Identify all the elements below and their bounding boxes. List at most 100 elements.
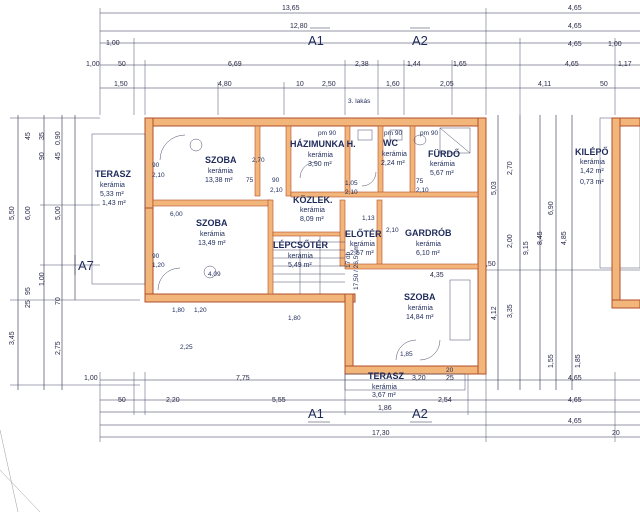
room-kilepo: KILÉPŐ kerámia 1,42 m² 0,73 m² bbox=[575, 146, 609, 186]
dim-left-6-00: 6,00 bbox=[25, 206, 32, 220]
dim-4-80: 4,80 bbox=[218, 81, 232, 88]
dim-2-05: 2,05 bbox=[440, 81, 454, 88]
door-annotations: 90 2,10 75 2,10 90 1,05 2,10 75 2,10 90 … bbox=[152, 157, 429, 358]
dim-right-3-35: 3,35 bbox=[507, 304, 514, 318]
svg-text:75: 75 bbox=[416, 178, 424, 185]
svg-text:kerámia: kerámia bbox=[372, 384, 397, 391]
svg-text:SZOBA: SZOBA bbox=[205, 155, 237, 165]
dim-1-00-b: 1,00 bbox=[608, 41, 622, 48]
svg-text:kerámia: kerámia bbox=[580, 159, 605, 166]
dim-right-6-90: 6,90 bbox=[548, 201, 555, 215]
svg-text:5,67 m²: 5,67 m² bbox=[430, 170, 454, 177]
svg-text:90: 90 bbox=[152, 253, 160, 260]
svg-text:1,13: 1,13 bbox=[362, 215, 375, 222]
svg-text:2,10: 2,10 bbox=[270, 187, 283, 194]
svg-text:4,09: 4,09 bbox=[208, 271, 221, 278]
svg-text:3,67 m²: 3,67 m² bbox=[372, 392, 396, 399]
dim-left-35: 35 bbox=[39, 132, 46, 140]
exterior-walls bbox=[144, 117, 487, 375]
svg-text:6,10 m²: 6,10 m² bbox=[416, 250, 440, 257]
svg-text:1,42 m²: 1,42 m² bbox=[580, 168, 604, 175]
dim-50-a: 50 bbox=[118, 61, 126, 68]
dim-bottom-17-30: 17,30 bbox=[372, 430, 390, 437]
dim-2-38: 2,38 bbox=[355, 61, 369, 68]
dim-bottom-25: 25 bbox=[446, 375, 454, 382]
svg-text:3,90 m²: 3,90 m² bbox=[308, 161, 332, 168]
svg-text:pm 90: pm 90 bbox=[318, 130, 336, 137]
svg-text:kerámia: kerámia bbox=[100, 182, 125, 189]
svg-text:GARDRÓB: GARDRÓB bbox=[405, 227, 452, 238]
dim-right-1-55: 1,55 bbox=[548, 354, 555, 368]
svg-text:FÜRDŐ: FÜRDŐ bbox=[428, 148, 460, 159]
section-a2-top: A2 bbox=[412, 33, 428, 48]
svg-text:2,25: 2,25 bbox=[180, 344, 193, 351]
dim-4-65-a: 4,65 bbox=[568, 5, 582, 12]
dim-bottom-4-65-a: 4,65 bbox=[568, 375, 582, 382]
svg-text:SZOBA: SZOBA bbox=[404, 292, 436, 302]
svg-text:2,10: 2,10 bbox=[416, 187, 429, 194]
dim-left-90: 90 bbox=[39, 152, 46, 160]
svg-text:13,49 m²: 13,49 m² bbox=[198, 240, 226, 247]
dim-right-8-45: 8,45 bbox=[537, 231, 544, 245]
svg-text:6,00: 6,00 bbox=[170, 211, 183, 218]
dim-left-25: 25 bbox=[25, 300, 32, 308]
dim-left-95: 95 bbox=[25, 287, 32, 295]
svg-text:90: 90 bbox=[152, 162, 160, 169]
dim-10: 10 bbox=[296, 81, 304, 88]
svg-text:kerámia: kerámia bbox=[300, 207, 325, 214]
dim-bottom-1-00: 1,00 bbox=[84, 375, 98, 382]
interior-walls bbox=[152, 125, 479, 295]
svg-text:2,10: 2,10 bbox=[386, 227, 399, 234]
svg-text:kerámia: kerámia bbox=[430, 161, 455, 168]
dim-50-b: 50 bbox=[600, 81, 608, 88]
right-dimension-lines bbox=[486, 115, 640, 390]
dim-right-4-12: 4,12 bbox=[491, 306, 498, 320]
dim-right-4-35: 4,35 bbox=[430, 272, 444, 279]
dim-right-5-03: 5,03 bbox=[491, 181, 498, 195]
svg-text:pm 90: pm 90 bbox=[420, 130, 438, 137]
svg-text:0,73 m²: 0,73 m² bbox=[580, 179, 604, 186]
dim-left-45b: 45 bbox=[55, 152, 62, 160]
room-kozlek: KÖZLEK. kerámia 8,09 m² bbox=[293, 195, 333, 223]
room-haziminka: HÁZIMUNKA H. kerámia 3,90 m² bbox=[290, 139, 356, 168]
svg-text:2,10: 2,10 bbox=[152, 172, 165, 179]
svg-text:5,33 m²: 5,33 m² bbox=[100, 191, 124, 198]
svg-text:1,80: 1,80 bbox=[172, 307, 185, 314]
fixtures bbox=[157, 127, 471, 361]
dim-bottom-50: 50 bbox=[118, 397, 126, 404]
dim-bottom-2-54: 2,54 bbox=[438, 397, 452, 404]
svg-text:1,20: 1,20 bbox=[194, 307, 207, 314]
svg-text:75: 75 bbox=[246, 177, 254, 184]
svg-text:14,84 m²: 14,84 m² bbox=[406, 314, 434, 321]
svg-text:1,80: 1,80 bbox=[288, 315, 301, 322]
room-terasz-left: TERASZ kerámia 5,33 m² 1,43 m² bbox=[95, 169, 132, 207]
dim-13-65: 13,65 bbox=[282, 5, 300, 12]
room-wc: WC kerámia 2,24 m² bbox=[381, 138, 407, 167]
svg-text:1,05: 1,05 bbox=[345, 180, 358, 187]
dim-bottom-3-20: 3,20 bbox=[412, 375, 426, 382]
dim-left-2-75: 2,75 bbox=[55, 341, 62, 355]
svg-text:2,10: 2,10 bbox=[345, 189, 358, 196]
svg-text:pm 90: pm 90 bbox=[384, 130, 402, 137]
svg-text:HÁZIMUNKA H.: HÁZIMUNKA H. bbox=[290, 139, 356, 149]
svg-text:2,57 m²: 2,57 m² bbox=[350, 250, 374, 257]
section-a1-bottom: A1 bbox=[308, 406, 324, 421]
svg-text:13,38 m²: 13,38 m² bbox=[205, 177, 233, 184]
room-gardrob: GARDRÓB kerámia 6,10 m² bbox=[405, 227, 452, 257]
room-terasz-bottom: TERASZ kerámia 3,67 m² bbox=[368, 371, 405, 399]
dim-1-44: 1,44 bbox=[407, 61, 421, 68]
svg-text:KÖZLEK.: KÖZLEK. bbox=[293, 195, 333, 205]
svg-text:WC: WC bbox=[383, 138, 398, 148]
top-dimension-lines bbox=[99, 8, 640, 115]
svg-text:kerámia: kerámia bbox=[308, 152, 333, 159]
svg-text:2,70: 2,70 bbox=[252, 157, 265, 164]
svg-text:kerámia: kerámia bbox=[382, 151, 407, 158]
section-a2-bottom: A2 bbox=[412, 406, 428, 421]
dim-bottom-2-20: 2,20 bbox=[166, 397, 180, 404]
svg-text:2,24 m²: 2,24 m² bbox=[381, 160, 405, 167]
dim-1-50: 1,50 bbox=[114, 81, 128, 88]
unit-label: 3. lakás bbox=[348, 98, 371, 105]
dim-4-65-c: 4,65 bbox=[568, 41, 582, 48]
dim-1-65: 1,65 bbox=[453, 61, 467, 68]
